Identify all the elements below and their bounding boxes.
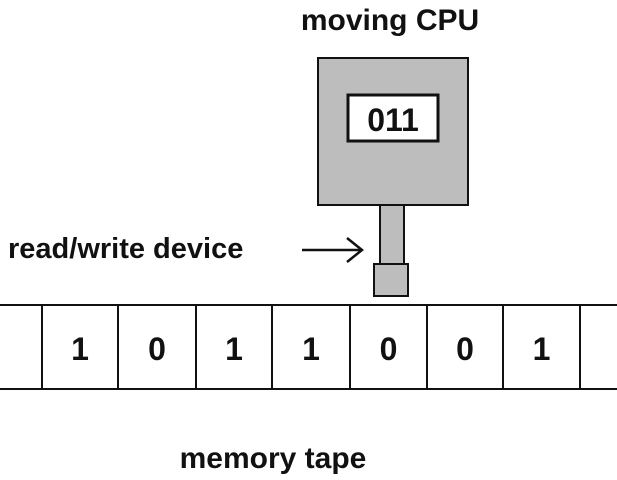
tape-cell-value: 1 [71, 331, 89, 367]
tape-cell-value: 0 [148, 331, 166, 367]
read-write-label: read/write device [8, 233, 243, 265]
cpu-title: moving CPU [301, 4, 479, 37]
tape-label: memory tape [180, 442, 367, 475]
tape-cell-value: 0 [456, 331, 474, 367]
cpu-state-display [346, 93, 440, 143]
cpu-state-value: 011 [367, 102, 419, 138]
tape-cell-value: 0 [380, 331, 398, 367]
tape-cell-value: 1 [302, 331, 320, 367]
memory-tape: 1 0 1 1 0 0 1 [0, 304, 617, 390]
read-write-head [373, 263, 409, 297]
right-arrow-icon [302, 237, 365, 263]
tape-cell-value: 1 [533, 331, 551, 367]
tape-cell-value: 1 [225, 331, 243, 367]
read-write-stem [379, 204, 405, 266]
